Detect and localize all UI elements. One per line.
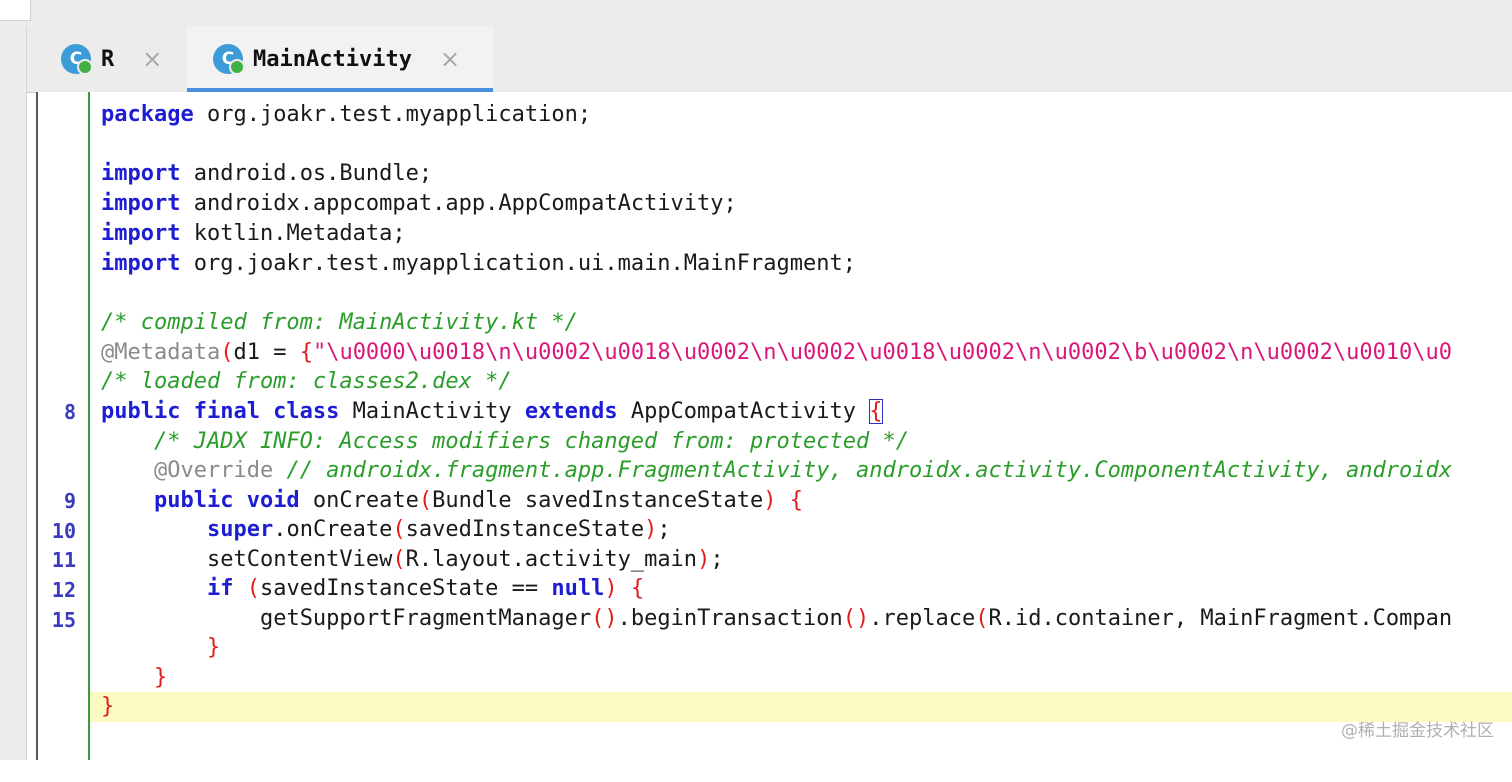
- code-line: if (savedInstanceState == null) {: [206, 576, 645, 601]
- code-line: setContentView(R.layout.activity_main);: [206, 547, 724, 572]
- code-line: import android.os.Bundle;: [101, 161, 433, 186]
- code-line: public final class MainActivity extends …: [101, 399, 883, 424]
- line-number: 15: [51, 608, 76, 632]
- window-corner: [0, 0, 31, 21]
- tab-label: R: [101, 46, 115, 72]
- tab-label: MainActivity: [253, 46, 412, 72]
- status-dot-icon: [77, 59, 93, 75]
- code-line: @Override // androidx.fragment.app.Fragm…: [153, 458, 1453, 483]
- close-icon[interactable]: ×: [439, 45, 461, 73]
- line-number: 12: [51, 578, 76, 602]
- matched-brace: }: [101, 694, 115, 719]
- watermark: @稀土掘金技术社区: [1341, 721, 1494, 741]
- code-line: public void onCreate(Bundle savedInstanc…: [153, 488, 804, 513]
- tab-r[interactable]: C R ×: [57, 26, 207, 92]
- title-bar: [0, 0, 1512, 26]
- current-line: }: [90, 692, 1512, 722]
- code-line: import kotlin.Metadata;: [101, 221, 406, 246]
- active-tab-indicator: [187, 88, 493, 93]
- matched-brace: {: [869, 399, 883, 424]
- line-number: 10: [51, 519, 76, 543]
- code-line: import org.joakr.test.myapplication.ui.m…: [101, 251, 856, 276]
- close-icon[interactable]: ×: [142, 45, 163, 73]
- line-number: 11: [51, 548, 76, 572]
- code-editor[interactable]: 8 9 10 11 12 15 package org.joakr.test.m…: [36, 92, 1512, 760]
- code-line: }: [153, 665, 168, 690]
- line-number: 9: [63, 489, 76, 513]
- class-icon: C: [61, 44, 93, 75]
- tool-window-strip: [0, 26, 27, 760]
- code-line: /* compiled from: MainActivity.kt */: [101, 310, 578, 335]
- editor-tab-bar: C R × C MainActivity ×: [27, 26, 1512, 93]
- code-line: /* loaded from: classes2.dex */: [101, 369, 512, 394]
- tab-mainactivity[interactable]: C MainActivity ×: [187, 26, 493, 93]
- code-line: /* JADX INFO: Access modifiers changed f…: [153, 429, 909, 454]
- class-icon: C: [213, 44, 245, 75]
- status-dot-icon: [229, 59, 245, 75]
- code-line: }: [206, 635, 221, 660]
- code-line: @Metadata(d1 = {"\u0000\u0018\n\u0002\u0…: [101, 340, 1453, 365]
- line-number-gutter: [38, 92, 90, 760]
- code-line: package org.joakr.test.myapplication;: [101, 102, 592, 127]
- code-line: import androidx.appcompat.app.AppCompatA…: [101, 191, 737, 216]
- line-number: 8: [63, 400, 76, 424]
- code-line: getSupportFragmentManager().beginTransac…: [259, 606, 1453, 631]
- code-line: super.onCreate(savedInstanceState);: [206, 517, 671, 542]
